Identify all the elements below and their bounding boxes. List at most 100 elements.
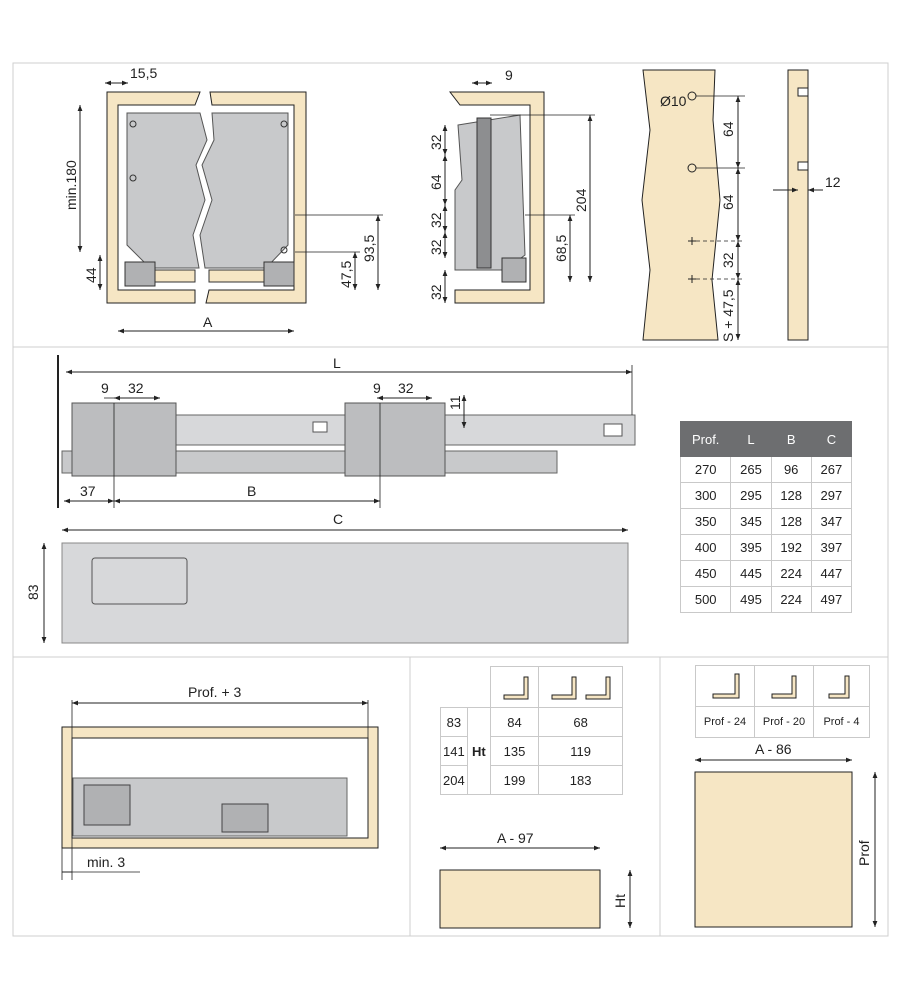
table-row: 400 395 192 397 — [679, 534, 853, 561]
table-cell: 397 — [810, 534, 853, 561]
table-cell: Prof - 4 — [812, 706, 871, 738]
back-dim-w: A - 97 — [497, 830, 534, 846]
col-header-prof: Prof. — [679, 421, 732, 457]
back-dim-ht: Ht — [612, 894, 628, 908]
table-cell: 345 — [730, 508, 772, 535]
l-profile-icon — [812, 665, 871, 707]
table-row: Prof - 24 Prof - 20 Prof - 4 — [695, 706, 871, 738]
side-dim-32a: 32 — [428, 134, 444, 150]
front-dim-47-5: 47,5 — [338, 261, 354, 288]
col-header-b: B — [770, 421, 812, 457]
side-dim-68-5: 68,5 — [553, 235, 569, 262]
table-cell: 224 — [770, 560, 812, 587]
panel-view-drawing — [641, 69, 809, 341]
table-cell: 192 — [770, 534, 812, 561]
side-view-dimensions — [442, 80, 595, 303]
panel-dim-64a: 64 — [720, 121, 736, 137]
panel-dim-s47: S + 47,5 — [720, 289, 736, 342]
table-row: 500 495 224 497 — [679, 586, 853, 613]
panel-dim-12: 12 — [825, 174, 841, 190]
table-row: 83 Ht 84 68 — [440, 707, 623, 795]
dimensions-table: Prof. L B C 270 265 96 267 300 295 128 2… — [679, 421, 853, 613]
table-row: 300 295 128 297 — [679, 482, 853, 509]
table-cell: 347 — [810, 508, 853, 535]
side-dim-32c: 32 — [428, 239, 444, 255]
drawer-side-profile — [61, 542, 629, 644]
side-dim-9: 9 — [505, 67, 513, 83]
front-dim-min-height: min.180 — [63, 160, 79, 210]
table-cell: 128 — [770, 508, 812, 535]
runner-dim-32b: 32 — [398, 380, 414, 396]
runner-dim-l: L — [333, 355, 341, 371]
base-dim-w: A - 86 — [755, 741, 792, 757]
table-cell: 270 — [679, 456, 732, 483]
table-cell: 83 — [440, 707, 468, 737]
table-cell: 500 — [679, 586, 732, 613]
height-table: 83 Ht 84 68 141 135 119 204 199 183 — [440, 666, 623, 795]
panel-borders — [12, 62, 889, 937]
table-cell: 265 — [730, 456, 772, 483]
assembly-drawing — [61, 726, 379, 849]
table-cell: 300 — [679, 482, 732, 509]
side-dim-32d: 32 — [428, 284, 444, 300]
table-row: 450 445 224 447 — [679, 560, 853, 587]
runner-dim-9b: 9 — [373, 380, 381, 396]
table-cell: 297 — [810, 482, 853, 509]
assembly-dimensions — [61, 700, 369, 880]
base-panel-drawing — [694, 771, 853, 928]
table-cell: 204 — [440, 765, 468, 795]
assembly-dim-prof: Prof. + 3 — [188, 684, 242, 700]
side-dim-64: 64 — [428, 174, 444, 190]
panel-view-dimensions — [696, 95, 823, 340]
blank-cell — [440, 666, 468, 708]
runner-dim-37: 37 — [80, 483, 96, 499]
double-l-profile-icon — [538, 666, 623, 708]
table-cell: 141 — [440, 736, 468, 766]
col-header-c: C — [810, 421, 853, 457]
panel-dim-32: 32 — [720, 252, 736, 268]
assembly-dim-min: min. 3 — [87, 854, 125, 870]
table-cell: 119 — [538, 736, 623, 766]
l-profile-icon — [753, 665, 814, 707]
ht-label: Ht — [466, 707, 491, 795]
profile-offset-table: Prof - 24 Prof - 20 Prof - 4 — [695, 665, 871, 738]
table-cell: 183 — [538, 765, 623, 795]
table-row: 270 265 96 267 — [679, 456, 853, 483]
blank-cell — [467, 666, 491, 708]
runner-dimensions — [64, 365, 633, 508]
table-row: 141 135 119 — [440, 736, 623, 766]
runner-dim-b: B — [247, 483, 256, 499]
base-dim-prof: Prof — [856, 840, 872, 866]
runner-dim-32a: 32 — [128, 380, 144, 396]
runner-dim-11: 11 — [447, 395, 463, 410]
table-cell: 450 — [679, 560, 732, 587]
front-dim-93-5: 93,5 — [361, 235, 377, 262]
front-view-drawing — [106, 91, 307, 304]
table-cell: 84 — [489, 707, 540, 737]
table-cell: 199 — [489, 765, 540, 795]
table-cell: 96 — [770, 456, 812, 483]
front-dim-a: A — [203, 314, 213, 330]
side-view-drawing — [448, 91, 545, 304]
table-cell: 350 — [679, 508, 732, 535]
side-dim-32b: 32 — [428, 212, 444, 228]
drawer-side-dimensions — [41, 527, 628, 643]
table-cell: 400 — [679, 534, 732, 561]
table-cell: 295 — [730, 482, 772, 509]
panel-dim-hole: Ø10 — [660, 93, 687, 109]
l-profile-icon — [489, 666, 540, 708]
table-row: 204 199 183 — [440, 765, 623, 795]
table-cell: 135 — [489, 736, 540, 766]
table-cell: Prof - 24 — [695, 706, 755, 738]
table-cell: 224 — [770, 586, 812, 613]
table-cell: 267 — [810, 456, 853, 483]
table-cell: 447 — [810, 560, 853, 587]
front-view-dimensions — [77, 80, 383, 334]
drawer-dim-83: 83 — [25, 584, 41, 600]
drawer-dim-c: C — [333, 511, 343, 527]
back-panel-dimensions — [440, 845, 633, 928]
side-dim-204: 204 — [573, 188, 589, 212]
back-panel-drawing — [439, 869, 601, 929]
table-cell: Prof - 20 — [753, 706, 814, 738]
